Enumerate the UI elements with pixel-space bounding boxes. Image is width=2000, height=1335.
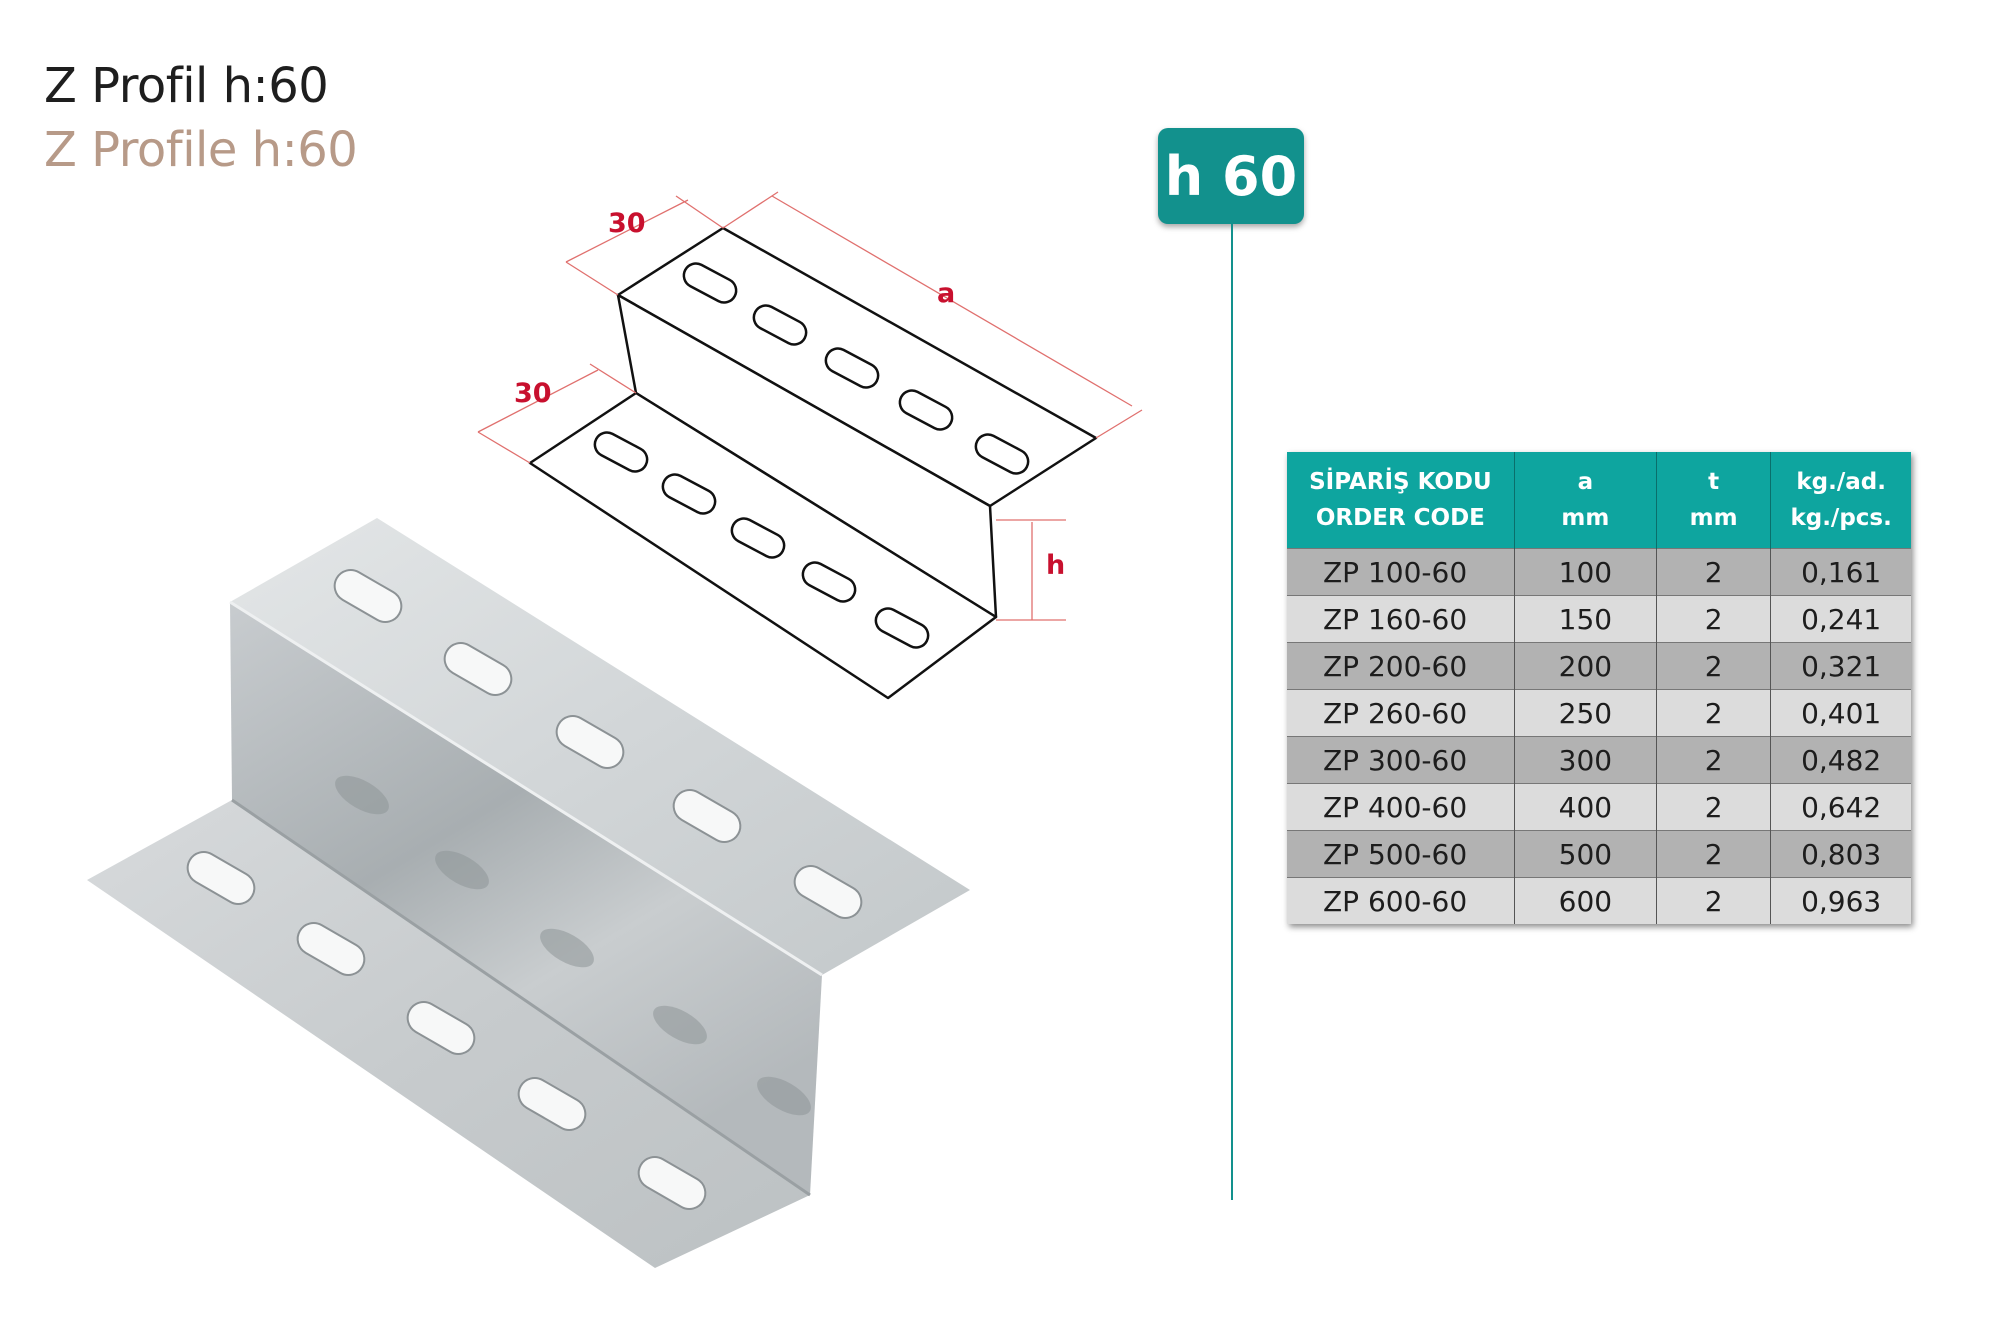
cell-weight: 0,321	[1770, 642, 1911, 690]
cell-t: 2	[1655, 689, 1771, 737]
cell-a: 600	[1513, 877, 1657, 924]
order-code-table: SİPARİŞ KODU ORDER CODE a mm t mm kg./ad…	[1287, 452, 1911, 924]
table-row: ZP 200-60 200 2 0,321	[1287, 642, 1911, 690]
cell-a: 400	[1513, 783, 1657, 831]
technical-drawing: 30 30 a h	[477, 191, 1143, 700]
cell-a: 200	[1513, 642, 1657, 690]
header-weight-en: kg./pcs.	[1790, 505, 1892, 531]
cell-t: 2	[1655, 877, 1771, 924]
cell-t: 2	[1655, 830, 1771, 878]
product-render-image	[87, 518, 970, 1268]
cell-code: ZP 500-60	[1287, 830, 1515, 878]
header-order-code-en: ORDER CODE	[1315, 505, 1485, 531]
cell-code: ZP 600-60	[1287, 877, 1515, 924]
cell-a: 150	[1513, 595, 1657, 643]
cell-t: 2	[1655, 548, 1771, 596]
title-turkish: Z Profil h:60	[44, 58, 329, 114]
cell-a: 250	[1513, 689, 1657, 737]
table-row: ZP 260-60 250 2 0,401	[1287, 689, 1911, 737]
table-row: ZP 160-60 150 2 0,241	[1287, 595, 1911, 643]
cell-code: ZP 100-60	[1287, 548, 1515, 596]
header-order-code-tr: SİPARİŞ KODU	[1309, 469, 1492, 495]
table-row: ZP 100-60 100 2 0,161	[1287, 548, 1911, 596]
height-badge: h 60	[1158, 128, 1304, 224]
cell-t: 2	[1655, 595, 1771, 643]
cell-weight: 0,482	[1770, 736, 1911, 784]
table-header-row: SİPARİŞ KODU ORDER CODE a mm t mm kg./ad…	[1287, 452, 1911, 549]
cell-t: 2	[1655, 783, 1771, 831]
cell-weight: 0,241	[1770, 595, 1911, 643]
cell-weight: 0,401	[1770, 689, 1911, 737]
header-t-label: t	[1708, 469, 1720, 495]
cell-a: 500	[1513, 830, 1657, 878]
vertical-divider	[1231, 224, 1233, 1200]
table-row: ZP 600-60 600 2 0,963	[1287, 877, 1911, 924]
header-weight-tr: kg./ad.	[1796, 469, 1886, 495]
cell-t: 2	[1655, 642, 1771, 690]
header-a-label: a	[1577, 469, 1594, 495]
cell-code: ZP 260-60	[1287, 689, 1515, 737]
cell-weight: 0,963	[1770, 877, 1911, 924]
table-row: ZP 400-60 400 2 0,642	[1287, 783, 1911, 831]
cell-code: ZP 300-60	[1287, 736, 1515, 784]
cell-a: 100	[1513, 548, 1657, 596]
table-row: ZP 300-60 300 2 0,482	[1287, 736, 1911, 784]
header-a: a mm	[1513, 452, 1657, 549]
cell-weight: 0,642	[1770, 783, 1911, 831]
dim-length-label: a	[937, 278, 955, 309]
cell-weight: 0,161	[1770, 548, 1911, 596]
title-english: Z Profile h:60	[44, 122, 358, 178]
cell-code: ZP 400-60	[1287, 783, 1515, 831]
dim-top-flange-label: 30	[608, 208, 646, 239]
cell-a: 300	[1513, 736, 1657, 784]
header-a-unit: mm	[1561, 505, 1610, 531]
dim-bottom-flange-label: 30	[514, 378, 552, 409]
dim-height-label: h	[1046, 550, 1065, 581]
header-order-code: SİPARİŞ KODU ORDER CODE	[1287, 452, 1515, 549]
header-t: t mm	[1655, 452, 1771, 549]
cell-t: 2	[1655, 736, 1771, 784]
cell-code: ZP 200-60	[1287, 642, 1515, 690]
cell-code: ZP 160-60	[1287, 595, 1515, 643]
table-row: ZP 500-60 500 2 0,803	[1287, 830, 1911, 878]
header-t-unit: mm	[1689, 505, 1738, 531]
header-weight: kg./ad. kg./pcs.	[1770, 452, 1911, 549]
cell-weight: 0,803	[1770, 830, 1911, 878]
